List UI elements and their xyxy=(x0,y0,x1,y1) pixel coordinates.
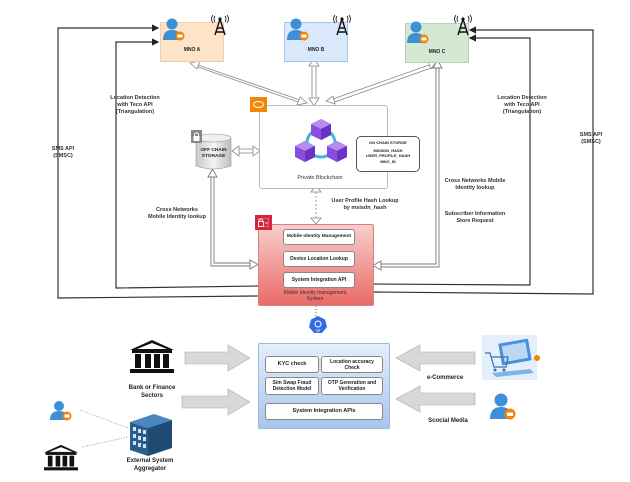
ecommerce-caption: e-Commerce xyxy=(426,375,464,381)
blockchain-cubes-icon xyxy=(295,119,347,162)
mno-b-blockchain-arrow xyxy=(311,64,317,100)
mno-c-mims-connector xyxy=(378,66,440,268)
office-building-icon xyxy=(130,414,172,456)
sms-api-label-right: SMS API(SMSC) xyxy=(560,127,622,151)
user-icon xyxy=(163,18,185,41)
user-icon xyxy=(50,401,72,421)
sms-connector-right xyxy=(371,26,594,295)
bank-to-hub-arrow xyxy=(184,344,251,372)
onchain-storage-note: ON CHAIN STORGE MSISDN_HASH USER_PROFILE… xyxy=(356,136,420,172)
sms-api-label-left: SMS API(SMSC) xyxy=(32,140,94,166)
location-connector-left xyxy=(115,38,259,289)
bank-icon xyxy=(44,444,78,471)
module-otp-generation: OTP Generation and Verification xyxy=(321,377,383,395)
module-kyc-check: KYC check xyxy=(265,356,319,373)
module-mobile-identity-management: Mobile Identity Management xyxy=(283,229,355,245)
onchain-field: MSISDN_HASH xyxy=(373,148,403,154)
ecommerce-icon xyxy=(482,335,540,380)
onchain-field: USER_PROFILE_HASH xyxy=(365,153,411,159)
onchain-field: MNO_ID xyxy=(380,158,396,164)
bank-icon xyxy=(130,340,174,373)
location-connector-right xyxy=(371,34,531,286)
mims-badge-icon xyxy=(255,215,272,230)
ecommerce-to-hub-arrow xyxy=(395,344,476,372)
blockchain-label: Private Blockchain xyxy=(297,175,343,181)
module-system-integration-api: System Integration API xyxy=(283,272,355,288)
social-media-caption: Scocial Media xyxy=(428,418,468,424)
mno-b-label: MNO B xyxy=(307,47,325,53)
module-device-location-lookup: Device Location Lookup xyxy=(283,251,355,267)
module-sim-swap-fraud: Sim Swap Fraud Detection Model xyxy=(265,377,319,395)
mno-c-blockchain-arrow xyxy=(329,63,435,104)
module-system-integration-apis: System Integration APIs xyxy=(265,403,383,420)
kubernetes-api-icon: api xyxy=(309,316,327,333)
blockchain-badge-icon xyxy=(250,97,267,112)
mno-a-blockchain-arrow xyxy=(194,63,301,101)
svg-text:api: api xyxy=(316,329,321,333)
module-location-accuracy: Location accuracy Check xyxy=(321,356,383,373)
cell-tower-icon xyxy=(333,14,351,36)
cell-tower-icon xyxy=(211,14,229,36)
onchain-title: ON CHAIN STORGE xyxy=(369,140,407,145)
database-icon xyxy=(195,133,232,170)
user-icon xyxy=(407,21,429,44)
mno-c-label: MNO C xyxy=(428,49,446,55)
social-to-hub-arrow xyxy=(395,385,476,413)
offchain-mims-connector xyxy=(210,175,254,267)
mno-a-label: MNO A xyxy=(183,47,201,53)
aggregator-to-hub-arrow xyxy=(181,388,251,416)
user-icon xyxy=(490,393,516,420)
user-icon xyxy=(287,18,309,41)
cell-tower-icon xyxy=(454,14,472,36)
lock-icon xyxy=(191,130,202,143)
